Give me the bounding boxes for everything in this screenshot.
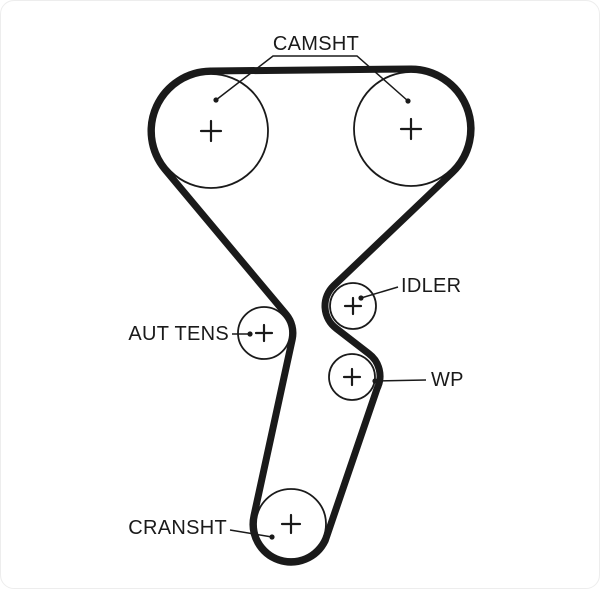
idler-label-leader (360, 286, 399, 299)
water-pump-label: WP (431, 369, 464, 391)
tensioner-pulley (237, 306, 291, 360)
water-pump-center-mark (342, 367, 362, 387)
camshaft-right-center-mark (399, 117, 423, 141)
camshaft-left-pulley (153, 73, 269, 189)
water-pump-pulley (328, 353, 376, 401)
timing-belt (147, 65, 475, 566)
camshaft-label-leader (215, 55, 409, 102)
camshaft-left-anchor-dot (213, 97, 219, 103)
camshaft-right-pulley (353, 71, 469, 187)
camshaft-label: CAMSHT (273, 33, 359, 55)
idler-anchor-dot (358, 295, 364, 301)
crankshaft-pulley (255, 488, 327, 560)
water-pump-label-leader (374, 379, 427, 382)
idler-center-mark (343, 296, 363, 316)
idler-pulley (329, 282, 377, 330)
tensioner-label: AUT TENS (128, 323, 229, 345)
idler-label: IDLER (401, 275, 461, 297)
crankshaft-anchor-dot (269, 534, 275, 540)
camshaft-right-anchor-dot (405, 98, 411, 104)
tensioner-anchor-dot (247, 331, 253, 337)
tensioner-center-mark (254, 323, 274, 343)
crankshaft-center-mark (280, 513, 302, 535)
water-pump-anchor-dot (372, 378, 378, 384)
camshaft-left-center-mark (199, 119, 223, 143)
crankshaft-label-leader (229, 529, 273, 538)
crankshaft-label: CRANSHT (128, 517, 227, 539)
